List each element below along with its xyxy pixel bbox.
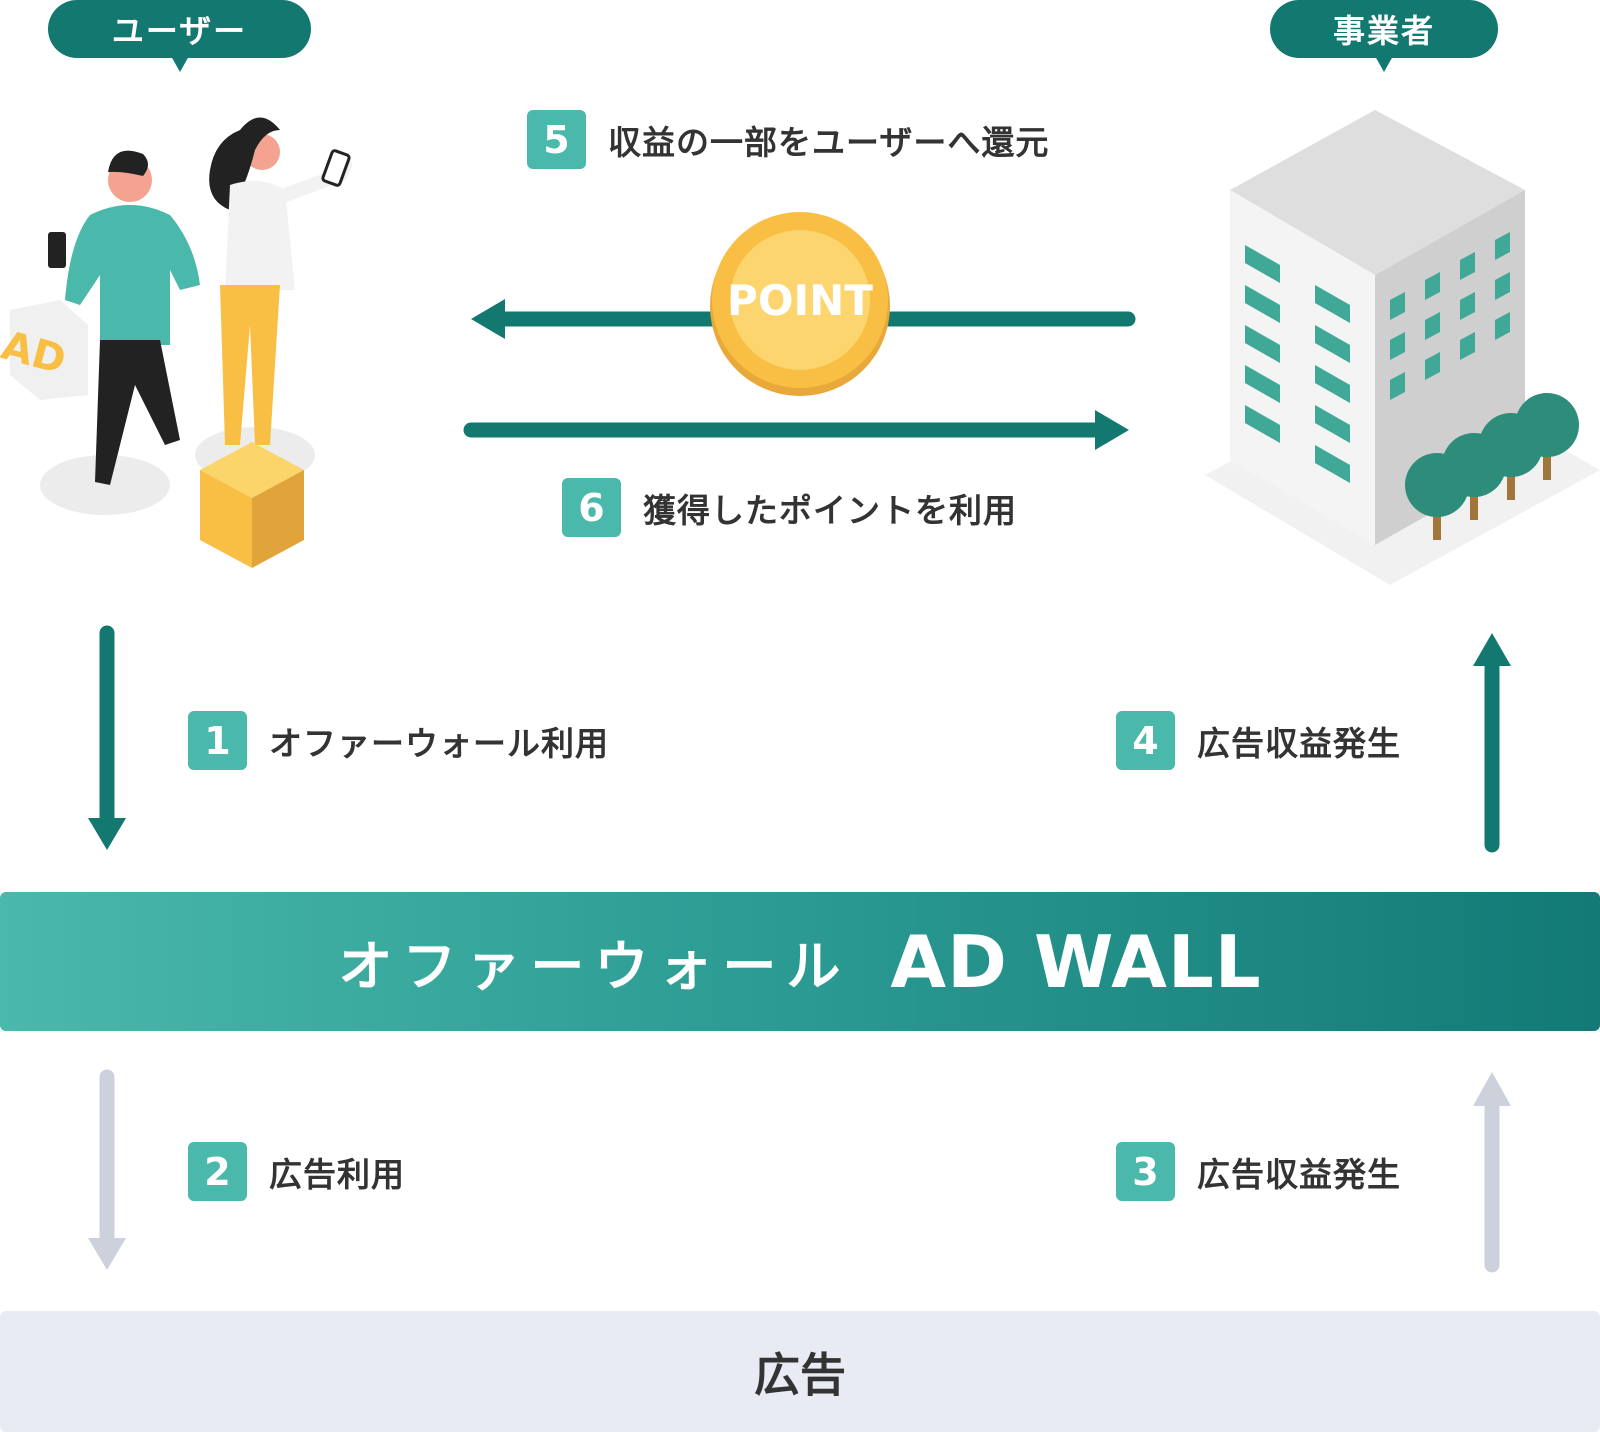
user-role-bubble: ユーザー (48, 0, 311, 72)
business-role-label: 事業者 (1332, 12, 1435, 50)
users-illustration: AD (0, 117, 352, 568)
step-label: 広告収益発生 (1197, 723, 1401, 763)
step-label: 広告利用 (269, 1154, 405, 1194)
step-number-badge: 1 (188, 711, 247, 770)
ad-box-label: 広告 (754, 1347, 846, 1402)
step-2: 2 広告利用 (188, 1142, 405, 1201)
step-label: 獲得したポイントを利用 (643, 490, 1017, 530)
arrow-up-icon (1473, 1072, 1511, 1106)
ad-wall-banner: オファーウォール AD WALL (0, 892, 1600, 1031)
step-number-badge: 3 (1116, 1142, 1175, 1201)
step-label: オファーウォール利用 (269, 723, 609, 763)
arrow-down-icon (88, 1238, 126, 1270)
step-number-badge: 4 (1116, 711, 1175, 770)
svg-text:POINT: POINT (727, 276, 873, 325)
arrow-up-icon (1473, 633, 1511, 666)
step-label: 収益の一部をユーザーへ還元 (608, 122, 1050, 162)
step-6: 6 獲得したポイントを利用 (562, 478, 1017, 537)
point-coin-icon: POINT (710, 212, 890, 396)
step-number-badge: 2 (188, 1142, 247, 1201)
arrow-down-icon (88, 818, 126, 850)
user-role-label: ユーザー (111, 12, 248, 50)
ad-box: 広告 (0, 1311, 1600, 1432)
vertical-arrows (88, 625, 1511, 1273)
step-3: 3 広告収益発生 (1116, 1142, 1401, 1201)
banner-jp-title: オファーウォール (338, 935, 851, 998)
building-illustration (1205, 110, 1600, 585)
ad-sign-icon: AD (0, 300, 88, 400)
step-number-badge: 6 (562, 478, 621, 537)
step-5: 5 収益の一部をユーザーへ還元 (527, 110, 1049, 169)
business-role-bubble: 事業者 (1270, 0, 1498, 72)
step-label: 広告収益発生 (1197, 1154, 1401, 1194)
exchange-arrows: POINT (463, 212, 1136, 450)
step-4: 4 広告収益発生 (1116, 711, 1401, 770)
step-1: 1 オファーウォール利用 (188, 711, 609, 770)
banner-en-title: AD WALL (890, 919, 1262, 1004)
arrow-left-icon (471, 299, 505, 339)
step-number-badge: 5 (527, 110, 586, 169)
arrow-right-icon (1095, 410, 1129, 450)
